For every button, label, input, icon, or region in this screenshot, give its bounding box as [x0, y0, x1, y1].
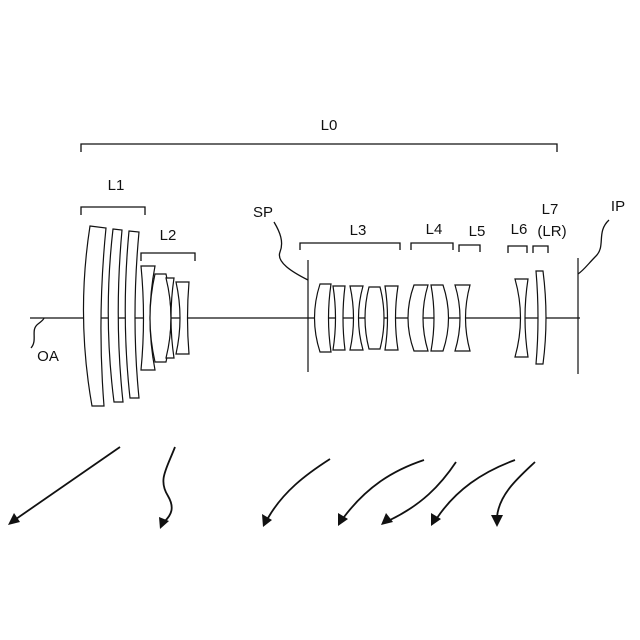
leader-IP	[578, 220, 609, 274]
leader-SP	[274, 222, 308, 280]
bracket-L6	[508, 246, 527, 253]
lens-group-L2	[141, 266, 189, 370]
label-L2: L2	[160, 227, 177, 244]
lens-element	[125, 231, 139, 398]
lens-element	[365, 287, 384, 349]
label-L6: L6	[511, 221, 528, 238]
label-L3: L3	[350, 222, 367, 239]
lens-group-L1	[83, 226, 139, 406]
bracket-L5	[459, 245, 480, 252]
bracket-L1	[81, 207, 145, 215]
label-IP: IP	[611, 198, 625, 215]
lens-element	[315, 284, 332, 352]
leader-OA	[31, 318, 44, 348]
lens-element	[83, 226, 106, 406]
label-OA: OA	[37, 348, 59, 365]
label-LR: (LR)	[537, 223, 566, 240]
lens-element	[536, 271, 546, 364]
movement-arrow-L7	[491, 462, 535, 527]
bracket-L2	[141, 253, 195, 261]
movement-arrow-L1	[8, 447, 120, 525]
lens-element	[385, 286, 398, 350]
movement-arrow-L4	[338, 460, 424, 526]
lens-group-L7	[536, 271, 546, 364]
lens-element	[431, 285, 449, 351]
movement-arrow-L5	[381, 462, 456, 525]
label-L7: L7	[542, 201, 559, 218]
label-L0: L0	[321, 117, 338, 134]
bracket-L7	[533, 246, 548, 253]
bracket-L0	[81, 144, 557, 152]
label-L1: L1	[108, 177, 125, 194]
label-L5: L5	[469, 223, 486, 240]
movement-arrow-L2	[159, 447, 175, 529]
lens-element	[108, 229, 123, 402]
label-SP: SP	[253, 204, 273, 221]
bracket-L3	[300, 243, 400, 250]
movement-arrow-L3	[262, 459, 330, 527]
label-L4: L4	[426, 221, 443, 238]
bracket-L4	[411, 243, 453, 250]
